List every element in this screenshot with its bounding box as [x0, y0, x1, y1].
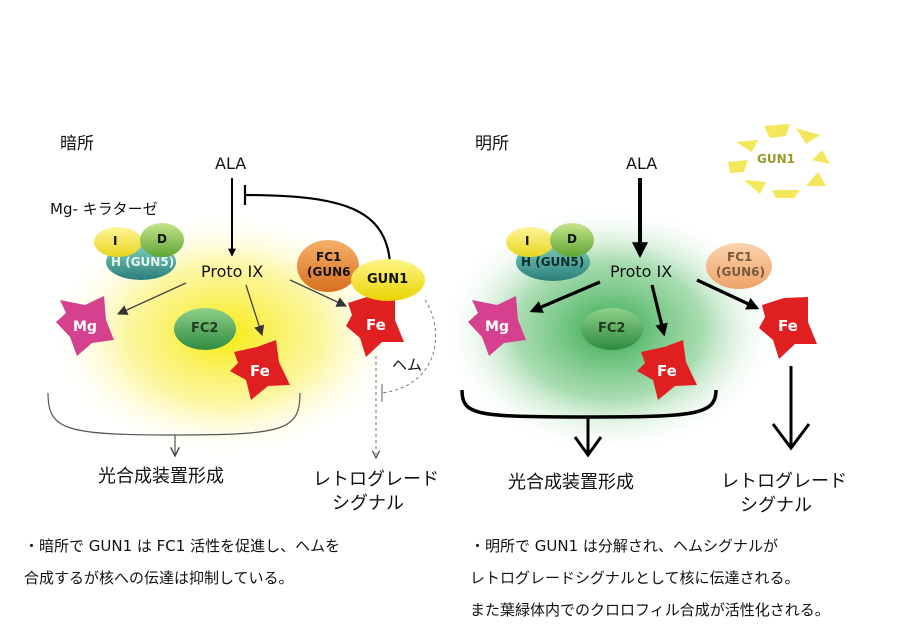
light-fe-right-label: Fe [778, 317, 798, 335]
light-subunit-d-label: D [567, 232, 577, 246]
fe-center-shape [230, 340, 290, 400]
gun1-label: GUN1 [367, 272, 409, 287]
fc1-label-line2: (GUN6 [307, 265, 351, 279]
light-subunit-i-label: I [525, 234, 530, 248]
mg-label: Mg [73, 319, 97, 335]
light-fc2-label: FC2 [598, 321, 626, 336]
light-output-bracket [460, 389, 718, 419]
light-proto-to-fe-right-arrow [696, 278, 760, 310]
light-caption-line3: また葉緑体内でのクロロフィル合成が活性化される。 [470, 601, 830, 619]
fe-center-label: Fe [250, 362, 270, 380]
gun1-degraded-label: GUN1 [757, 152, 795, 166]
fc1-label-line1: FC1 [316, 250, 342, 264]
light-proto-to-mg-arrow [529, 280, 601, 313]
light-subunit-i [506, 227, 554, 257]
dark-caption-line1: ・暗所で GUN1 は FC1 活性を促進し、ヘムを [24, 537, 341, 555]
inhibition-line [244, 193, 392, 263]
light-fc1-label-line1: FC1 [727, 250, 753, 264]
dark-output-right-line2: シグナル [332, 493, 404, 514]
gun1-shape [351, 259, 425, 301]
proto-to-fe-right-arrow [289, 279, 347, 307]
light-output-arrowhead [573, 436, 603, 458]
light-mg-shape [468, 296, 526, 356]
subunit-d-label: D [157, 232, 167, 246]
light-caption-line1: ・明所で GUN1 は分解され、ヘムシグナルが [470, 537, 779, 555]
light-proto-label: Proto IX [610, 262, 673, 281]
light-fe-center-label: Fe [657, 362, 677, 380]
light-subunit-d [550, 223, 594, 257]
light-output-right-line1: レトログレード [721, 471, 847, 492]
subunit-i [94, 227, 142, 257]
dark-output-right-line1: レトログレード [313, 469, 439, 490]
gun1-degraded-fragments [728, 124, 830, 198]
light-subunit-h-label: H (GUN5) [521, 255, 585, 269]
dark-panel [45, 178, 437, 460]
subunit-h-label: H (GUN5) [111, 255, 175, 269]
light-ala-label: ALA [626, 154, 658, 173]
proto-label: Proto IX [201, 262, 264, 281]
light-output-left: 光合成装置形成 [508, 472, 634, 493]
mg-chelatase-label: Mg- キラターゼ [50, 200, 158, 218]
proto-to-fe-center-arrow [245, 284, 265, 336]
light-caption-line2: レトログレードシグナルとして核に伝達される。 [470, 569, 800, 587]
mg-shape [56, 296, 114, 356]
heme-feedback-dashed [381, 299, 437, 394]
fc2-label: FC2 [191, 321, 219, 336]
light-title: 明所 [475, 134, 509, 154]
fc1-shape [297, 240, 359, 292]
subunit-i-label: I [113, 234, 118, 248]
light-proto-to-fe-center-arrow [650, 284, 668, 337]
light-mg-label: Mg [485, 319, 509, 335]
light-fe-center-shape [637, 340, 697, 400]
dark-caption-line2: 合成するが核への伝達は抑制している。 [24, 569, 294, 587]
dark-output-left: 光合成装置形成 [98, 466, 224, 487]
fc2-shape [174, 308, 236, 350]
dark-title: 暗所 [60, 134, 94, 154]
subunit-d [140, 223, 184, 257]
fe-right-shape [346, 295, 404, 357]
light-fc1-shape [706, 243, 772, 289]
light-fc1-label-line2: (GUN6) [716, 265, 765, 279]
dark-ala-label: ALA [215, 154, 247, 173]
fe-right-label: Fe [366, 316, 386, 334]
light-fe-right-shape [759, 297, 817, 359]
light-retrograde-arrowhead [771, 423, 811, 451]
light-output-right-line2: シグナル [740, 495, 812, 516]
light-fc2-shape [581, 308, 643, 350]
proto-to-mg-arrow [117, 282, 187, 315]
heme-label: ヘム [392, 356, 423, 374]
light-panel [440, 124, 830, 458]
